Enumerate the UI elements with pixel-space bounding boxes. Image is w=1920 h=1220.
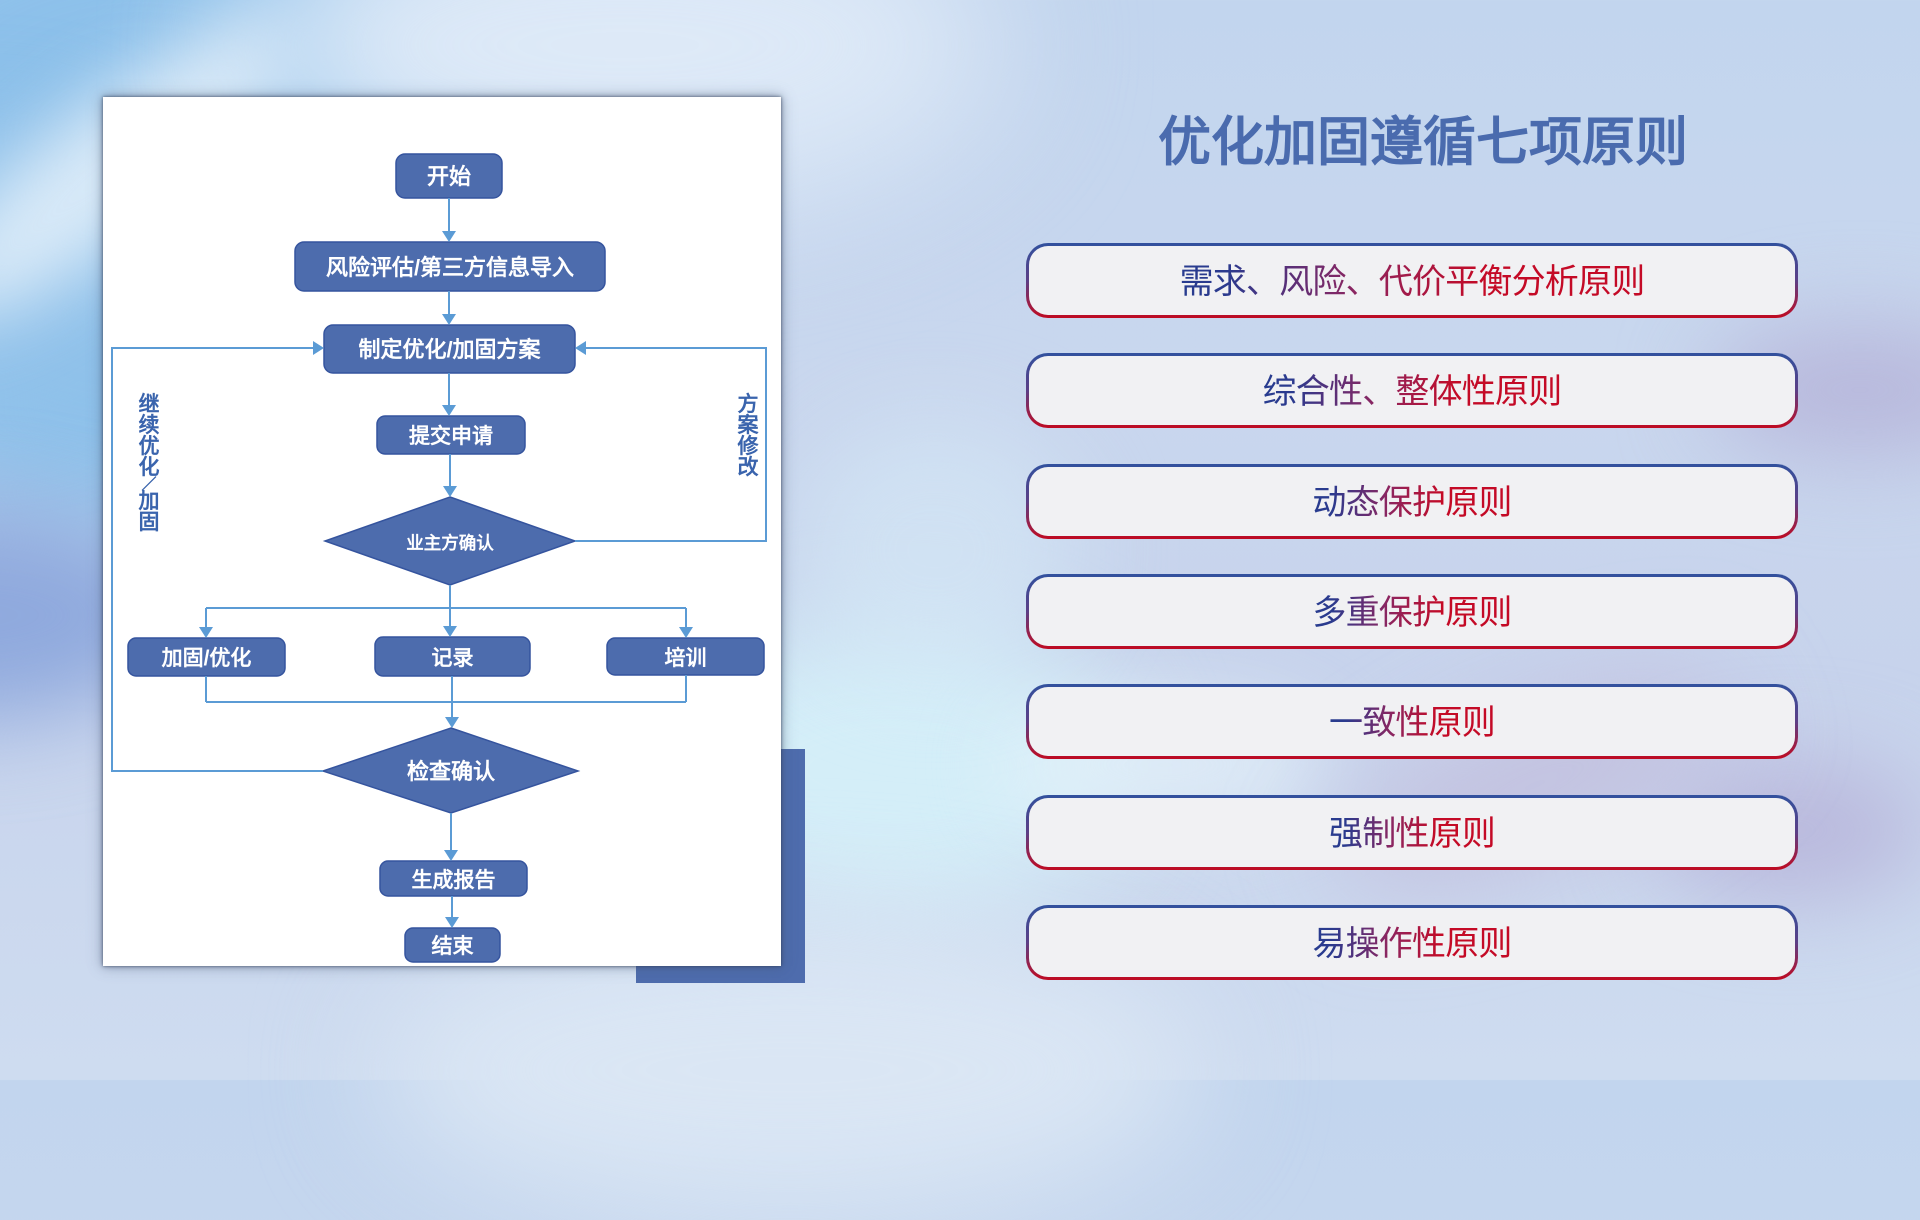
svg-text:加固/优化: 加固/优化 (161, 646, 252, 670)
svg-text:培训: 培训 (665, 646, 707, 670)
svg-text:风险评估/第三方信息导入: 风险评估/第三方信息导入 (326, 255, 574, 280)
svg-text:制定优化/加固方案: 制定优化/加固方案 (358, 337, 541, 362)
svg-text:业主方确认: 业主方确认 (406, 533, 494, 553)
svg-text:检查确认: 检查确认 (407, 759, 495, 784)
svg-text:提交申请: 提交申请 (409, 424, 493, 448)
svg-text:记录: 记录 (432, 647, 474, 670)
svg-text:开始: 开始 (427, 164, 471, 189)
svg-text:生成报告: 生成报告 (412, 868, 496, 892)
svg-text:结束: 结束 (432, 934, 475, 958)
